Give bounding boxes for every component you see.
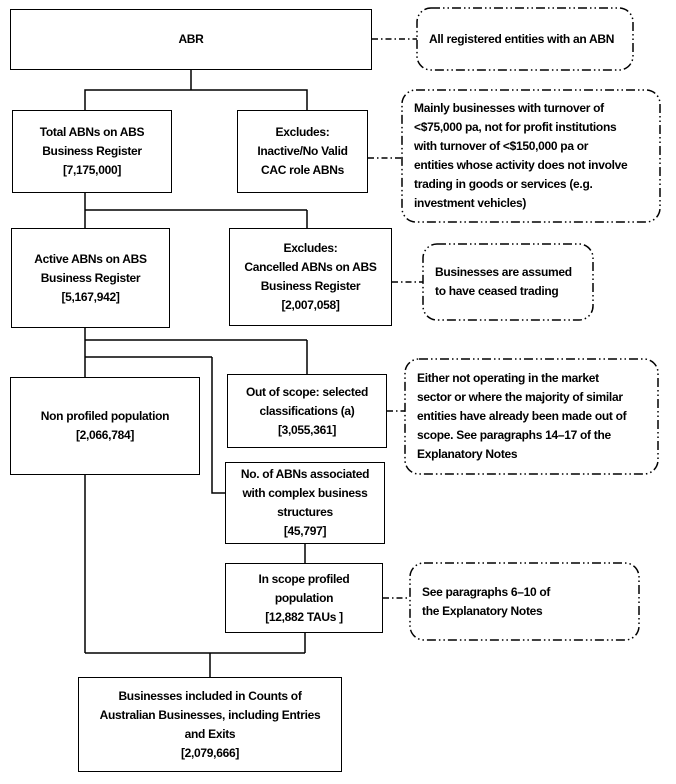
- box-counts-output: Businesses included in Counts of Austral…: [78, 677, 342, 772]
- connector-active-to-row4: [84, 328, 308, 494]
- note-in-scope: See paragraphs 6–10 of the Explanatory N…: [422, 584, 551, 618]
- note-out-of-scope: Either not operating in the market secto…: [417, 371, 627, 461]
- note-cancelled: Businesses are assumed to have ceased tr…: [435, 265, 572, 298]
- note-border-abr: [416, 7, 634, 71]
- note-inactive: Mainly businesses with turnover of <$75,…: [414, 101, 628, 210]
- box-complex-structures: No. of ABNs associated with complex busi…: [225, 462, 385, 544]
- box-out-of-scope: Out of scope: selected classifications (…: [227, 374, 387, 448]
- note-border-out-of-scope: [404, 358, 659, 475]
- note-border-cancelled: [422, 243, 594, 321]
- box-in-scope-profiled: In scope profiled population [12,882 TAU…: [225, 563, 383, 633]
- note-abr: All registered entities with an ABN: [429, 31, 615, 46]
- box-total-abns: Total ABNs on ABS Business Register [7,1…: [12, 110, 172, 193]
- box-abr: ABR: [10, 9, 372, 70]
- connector-total-to-row3: [84, 193, 308, 228]
- connector-to-counts-output: [84, 475, 306, 677]
- box-excludes-inactive: Excludes: Inactive/No Valid CAC role ABN…: [237, 110, 368, 193]
- note-border-in-scope: [409, 562, 640, 641]
- box-excludes-cancelled: Excludes: Cancelled ABNs on ABS Business…: [229, 228, 392, 326]
- box-non-profiled: Non profiled population [2,066,784]: [10, 377, 200, 475]
- connector-abr-to-row2: [84, 70, 308, 110]
- box-active-abns: Active ABNs on ABS Business Register [5,…: [11, 228, 170, 328]
